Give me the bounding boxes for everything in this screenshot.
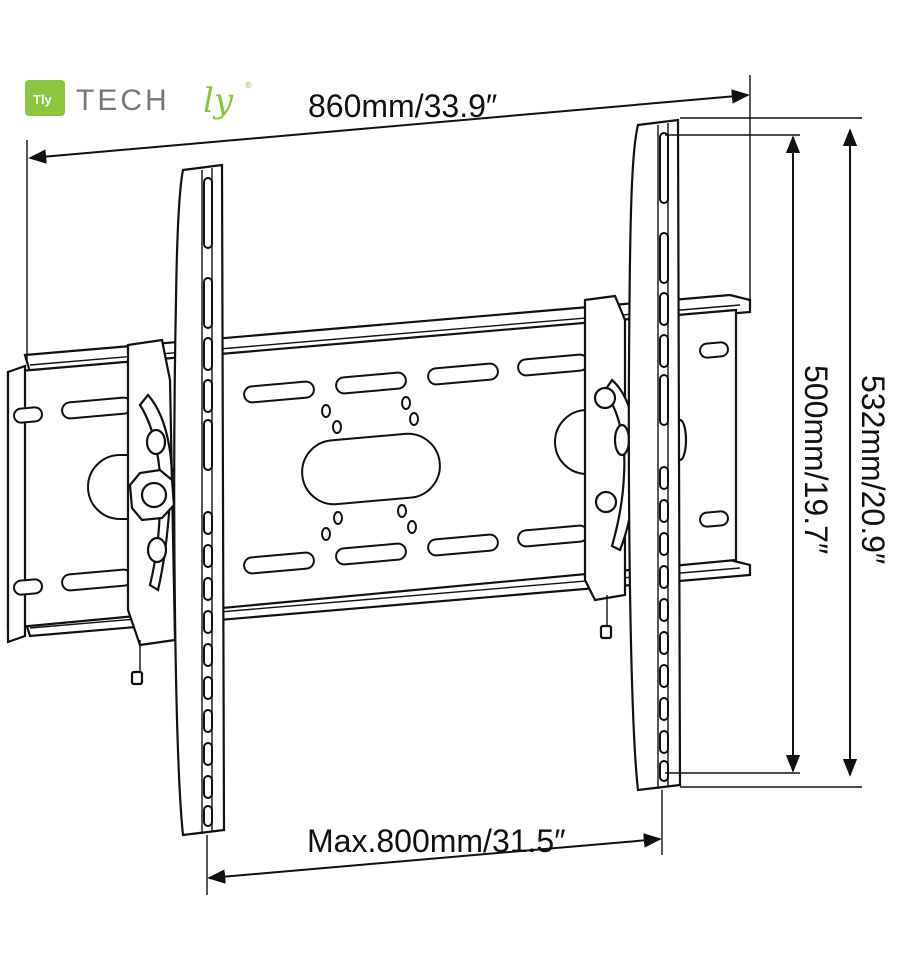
- dimension-overall-width: 860mm/33.9″: [26, 75, 751, 360]
- logo-name: TECH: [76, 84, 170, 117]
- logo-registered-mark: ®: [245, 80, 252, 90]
- right-arm-slots: [659, 132, 669, 782]
- right-knob-icon: [593, 386, 618, 514]
- mounting-holes: [321, 396, 419, 541]
- techly-logo: Tly TECH ly ®: [25, 80, 252, 121]
- dimension-max-vesa-width: Max.800mm/31.5″: [206, 790, 663, 895]
- overall-height-label: 532mm/20.9″: [855, 375, 891, 564]
- overall-width-label: 860mm/33.9″: [308, 88, 497, 124]
- logo-name-accent: ly: [203, 81, 234, 121]
- left-hinge-bracket: [126, 338, 177, 686]
- plate-slots: [13, 341, 729, 596]
- right-vertical-arm: [627, 118, 682, 792]
- dimension-hole-spacing-height: 500mm/19.7″: [665, 134, 834, 774]
- max-vesa-width-label: Max.800mm/31.5″: [307, 823, 566, 859]
- left-arm-slots: [203, 177, 213, 827]
- dimension-overall-height: 532mm/20.9″: [680, 117, 891, 788]
- logo-badge-text: Tly: [33, 92, 53, 107]
- left-knob-icon: [128, 468, 176, 522]
- center-cutout: [301, 432, 441, 506]
- hole-spacing-height-label: 500mm/19.7″: [798, 365, 834, 554]
- left-vertical-arm: [173, 163, 226, 837]
